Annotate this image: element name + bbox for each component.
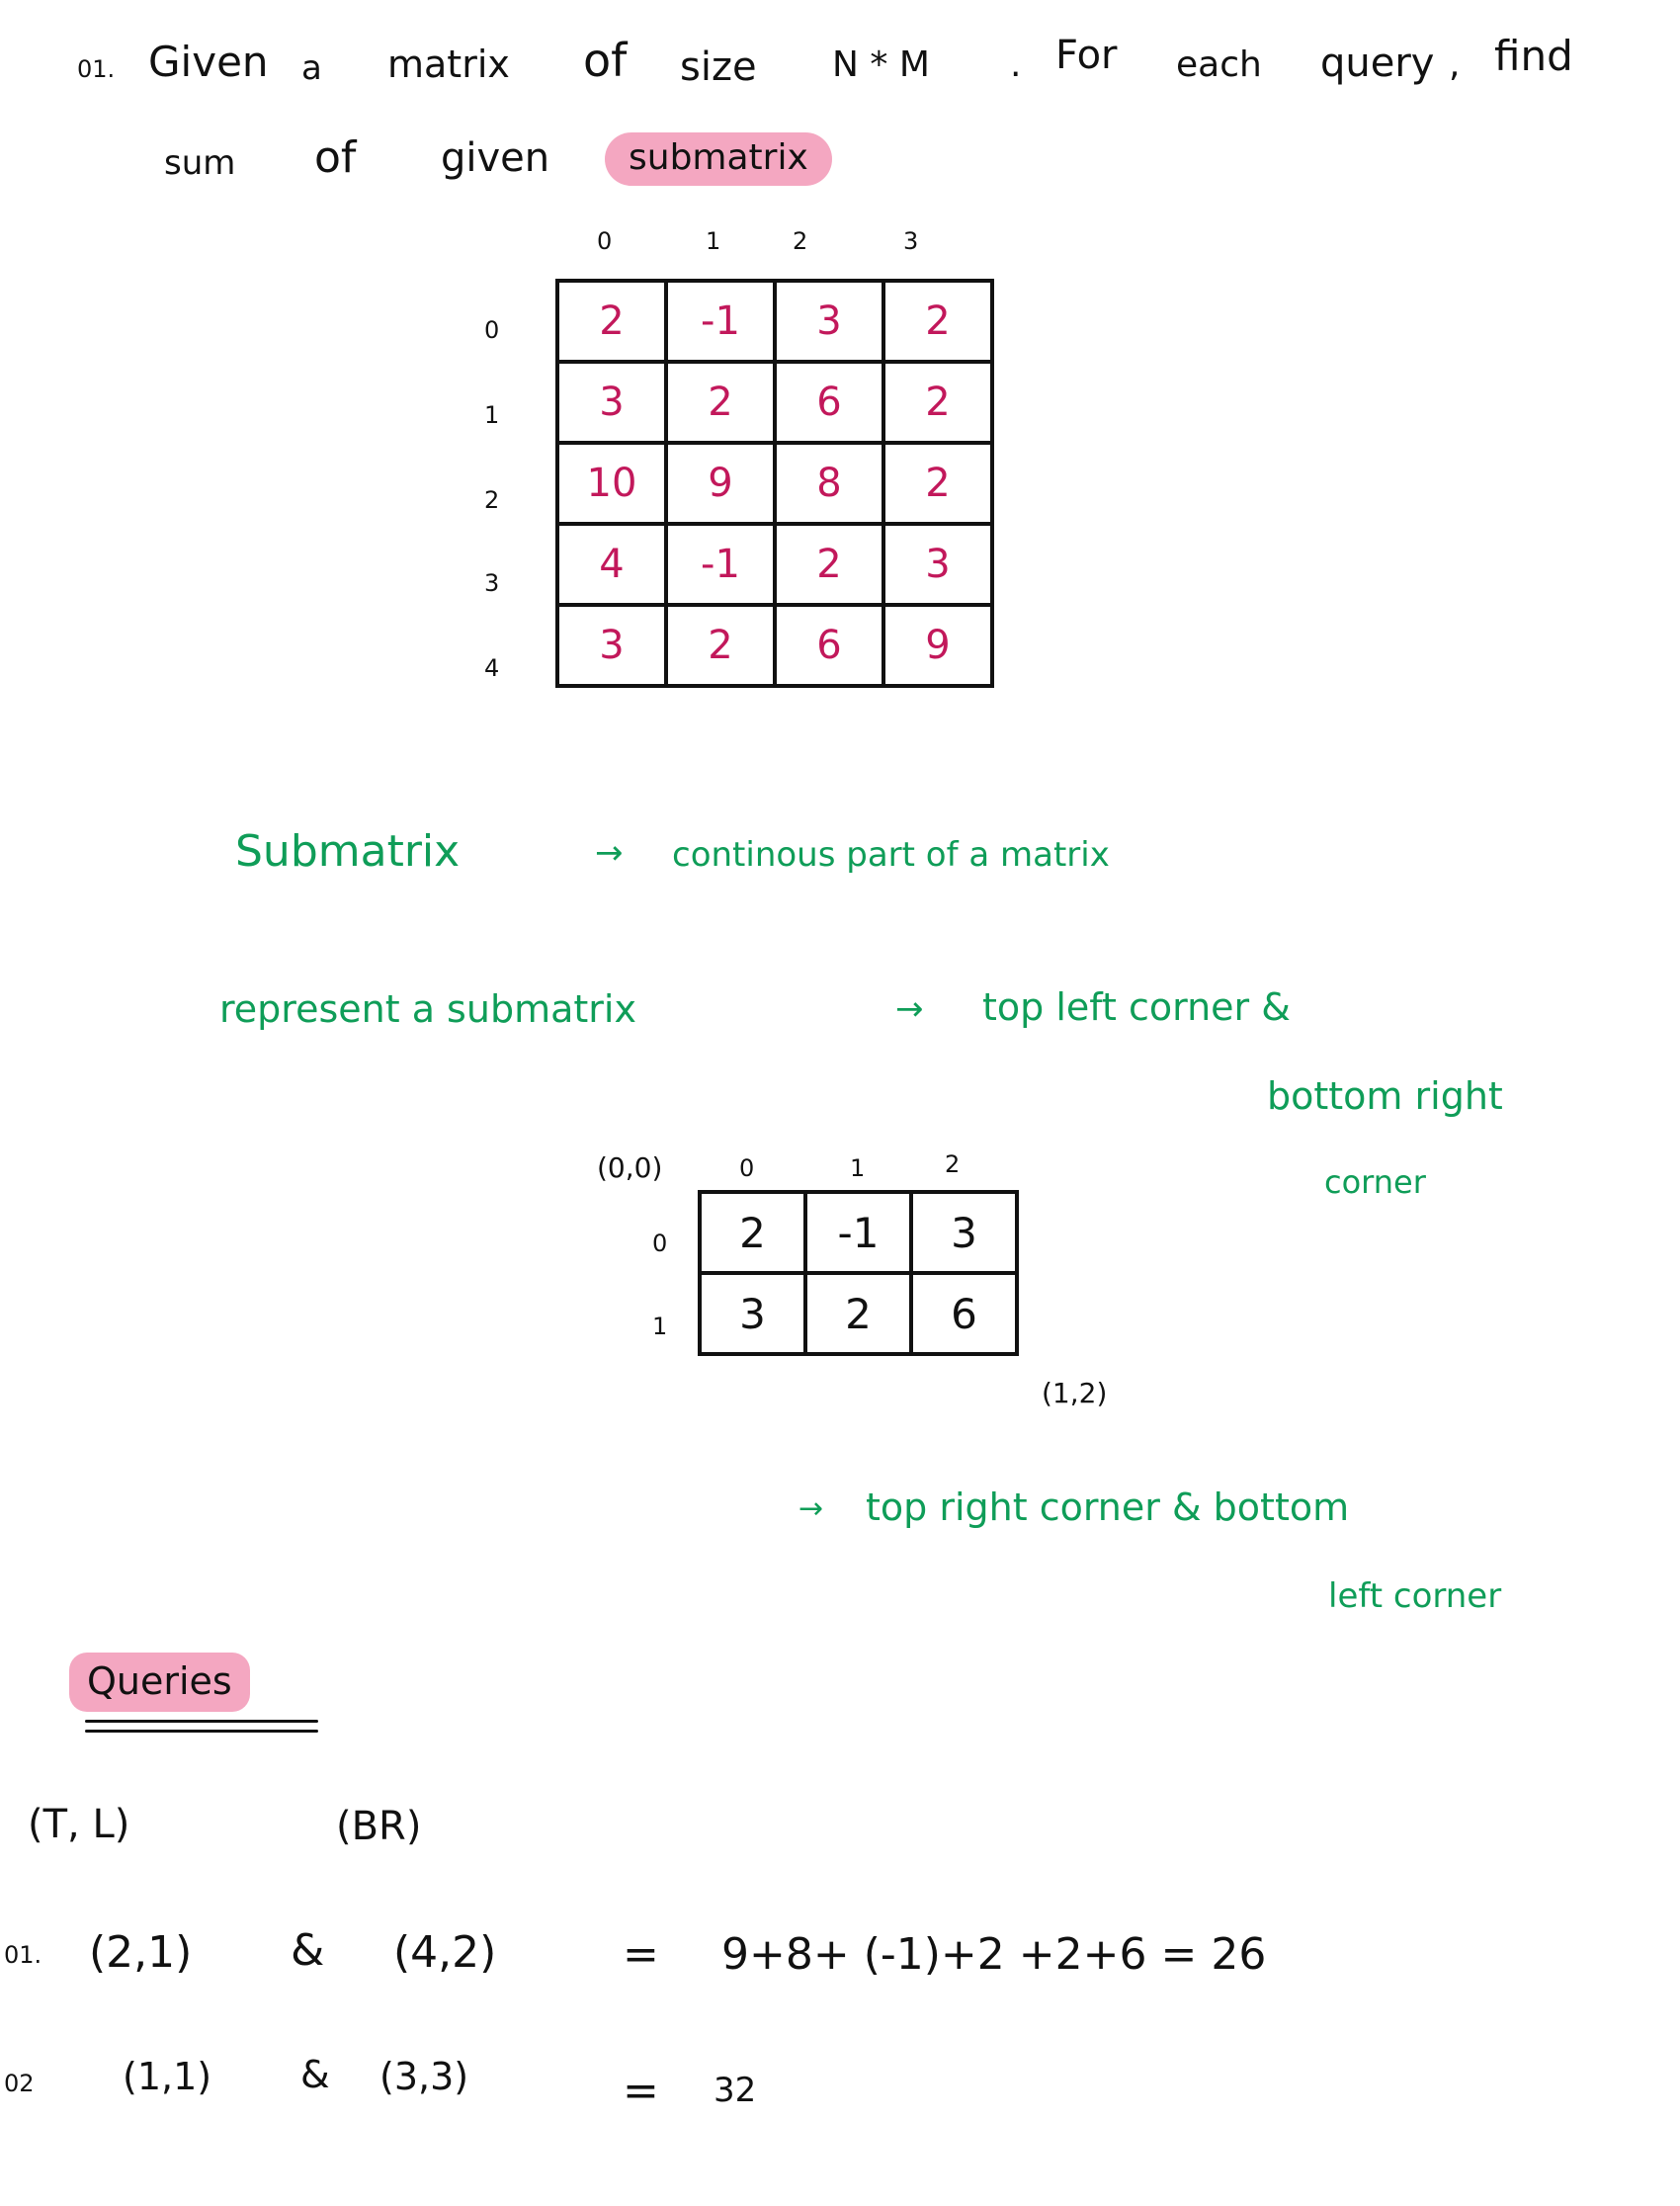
ampersand: & (291, 1925, 325, 1976)
matrix-cell: 4 (555, 522, 668, 607)
matrix-cell: 2 (664, 603, 777, 688)
matrix-row: 3 2 6 9 (555, 603, 994, 688)
example-cell: 3 (909, 1190, 1019, 1275)
submatrix-definition: continous part of a matrix (672, 835, 1110, 875)
represent-text: represent a submatrix (219, 987, 636, 1031)
column-br-label: (BR) (336, 1804, 422, 1849)
matrix-cell: 3 (773, 279, 885, 364)
row-label: 1 (484, 401, 500, 429)
word-given: Given (148, 38, 269, 86)
row-label: 4 (484, 654, 500, 682)
word-of: of (583, 34, 628, 87)
queries-heading: Queries (69, 1653, 250, 1712)
query-number: 02 (4, 2070, 35, 2097)
example-cell: 2 (698, 1190, 807, 1275)
ampersand: & (300, 2053, 330, 2096)
end-label: (1,2) (1042, 1377, 1108, 1409)
represent-option-b: bottom right (1267, 1074, 1503, 1118)
equals-sign: = (623, 2066, 659, 2116)
submatrix-term: Submatrix (235, 826, 461, 877)
word-for: For (1055, 33, 1118, 78)
example-row-label: 1 (652, 1313, 668, 1340)
word-period: . (1010, 44, 1022, 85)
matrix-cell: 9 (664, 441, 777, 526)
query-number: 01. (4, 1941, 42, 1969)
word-each: each (1176, 44, 1262, 85)
matrix-cell: 2 (882, 441, 994, 526)
row-label: 3 (484, 569, 500, 597)
example-cell: 6 (909, 1271, 1019, 1356)
matrix-cell: 2 (882, 360, 994, 445)
heading-underline (85, 1720, 318, 1723)
matrix-cell: 2 (555, 279, 668, 364)
arrow-icon: → (798, 1491, 824, 1526)
example-col-label: 1 (850, 1154, 866, 1182)
matrix-cell: 8 (773, 441, 885, 526)
matrix-cell: 9 (882, 603, 994, 688)
example-col-label: 2 (945, 1150, 961, 1178)
query-top-left: (2,1) (89, 1927, 193, 1978)
arrow-icon: → (895, 989, 924, 1029)
matrix-row: 4 -1 2 3 (555, 522, 994, 607)
word-given-2: given (441, 135, 550, 181)
matrix-cell: -1 (664, 522, 777, 607)
matrix-row: 3 2 6 2 (555, 360, 994, 445)
matrix-cell: 6 (773, 603, 885, 688)
matrix-cell: 2 (773, 522, 885, 607)
matrix-cell: 10 (555, 441, 668, 526)
query-result: 32 (714, 2071, 757, 2110)
word-size: size (680, 44, 757, 90)
matrix-row: 10 9 8 2 (555, 441, 994, 526)
arrow-icon: → (595, 833, 624, 873)
matrix-cell: 3 (555, 360, 668, 445)
example-row: 3 2 6 (698, 1271, 1019, 1356)
word-find: find (1494, 32, 1573, 80)
query-result: 9+8+ (-1)+2 +2+6 = 26 (721, 1929, 1267, 1980)
represent-option-a: top left corner & (982, 985, 1291, 1029)
example-col-label: 0 (739, 1154, 755, 1182)
equals-sign: = (623, 1929, 659, 1980)
matrix-cell: 6 (773, 360, 885, 445)
col-label: 0 (597, 227, 613, 255)
column-tl-label: (T, L) (28, 1802, 130, 1847)
example-cell: 3 (698, 1271, 807, 1356)
matrix-cell: 3 (555, 603, 668, 688)
matrix-row: 2 -1 3 2 (555, 279, 994, 364)
example-row-label: 0 (652, 1230, 668, 1257)
matrix-cell: 2 (882, 279, 994, 364)
origin-label: (0,0) (597, 1151, 663, 1184)
word-nm: N * M (832, 44, 930, 85)
example-cell: 2 (803, 1271, 913, 1356)
query-bottom-right: (4,2) (393, 1927, 497, 1978)
col-label: 2 (793, 227, 808, 255)
word-of-2: of (314, 132, 357, 183)
matrix-cell: -1 (664, 279, 777, 364)
problem-number: 01. (77, 55, 116, 83)
matrix-cell: 2 (664, 360, 777, 445)
word-matrix: matrix (387, 42, 510, 86)
represent-option-c: corner (1324, 1163, 1426, 1201)
col-label: 3 (903, 227, 919, 255)
matrix-table: 2 -1 3 2 3 2 6 2 10 9 8 2 4 -1 2 3 3 2 6… (555, 279, 994, 688)
word-sum: sum (164, 143, 236, 183)
word-comma: , (1449, 44, 1461, 85)
heading-underline (85, 1730, 318, 1733)
example-table: 2 -1 3 3 2 6 (698, 1190, 1019, 1356)
word-a: a (301, 48, 322, 88)
row-label: 2 (484, 486, 500, 514)
alt-option-b: left corner (1328, 1576, 1502, 1616)
col-label: 1 (706, 227, 721, 255)
matrix-cell: 3 (882, 522, 994, 607)
row-label: 0 (484, 316, 500, 344)
example-row: 2 -1 3 (698, 1190, 1019, 1275)
word-query: query (1320, 41, 1435, 86)
query-top-left: (1,1) (123, 2055, 212, 2098)
alt-option-a: top right corner & bottom (866, 1485, 1350, 1529)
query-bottom-right: (3,3) (379, 2055, 469, 2098)
example-cell: -1 (803, 1190, 913, 1275)
highlight-submatrix: submatrix (605, 132, 832, 186)
